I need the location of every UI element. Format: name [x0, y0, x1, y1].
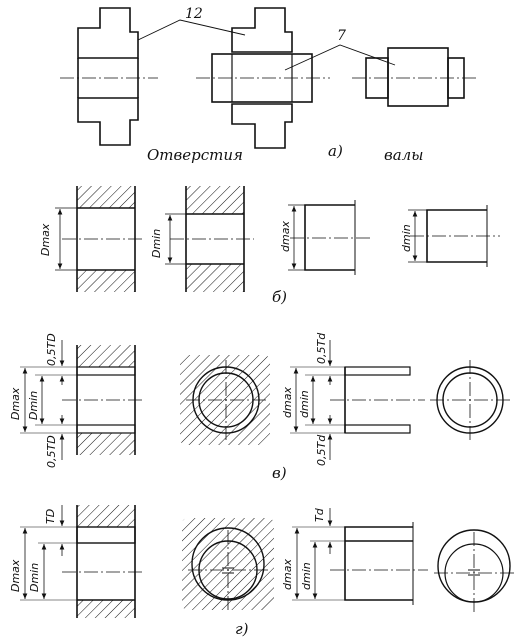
- leader-7: [284, 44, 396, 71]
- hole-max: Dmax: [39, 186, 145, 292]
- callout-7: 7: [337, 28, 346, 44]
- label-dmax-shaft: dmax: [279, 221, 292, 252]
- leader-12: [137, 19, 246, 41]
- part-12-section: [60, 7, 158, 146]
- callout-12: 12: [185, 6, 203, 22]
- label-dmin-shaft: dmin: [400, 224, 413, 252]
- label-05td-bottom: 0,5TD: [45, 435, 58, 468]
- label-dmin-hole-d: Dmin: [28, 563, 41, 592]
- hole-min: Dmin: [150, 186, 254, 292]
- label-dmax-hole-d: Dmax: [9, 559, 22, 592]
- row-a-letter: а): [328, 142, 343, 160]
- label-dmin-shaft-c: dmin: [298, 390, 311, 418]
- shaft-wear-circle: [434, 529, 514, 612]
- shaft-wear-section: Td dmax dmin: [281, 507, 428, 605]
- row-d-letter: г): [235, 620, 249, 638]
- label-05td-shaft-bottom: 0,5Td: [315, 434, 328, 466]
- hole-tolerance-section: 0,5TD 0,5TD Dmax Dmin: [9, 333, 145, 468]
- label-dmax-hole-c: Dmax: [9, 387, 22, 420]
- row-a: 12 7 Отверстия а) валы: [60, 6, 478, 164]
- label-dmin-shaft-d: dmin: [300, 562, 313, 590]
- row-b-letter: б): [272, 288, 287, 306]
- row-c: 0,5TD 0,5TD Dmax Dmin: [9, 332, 510, 482]
- shaft-max: dmax: [279, 200, 370, 275]
- label-05td-top: 0,5TD: [45, 333, 58, 366]
- label-dmin-hole-c: Dmin: [27, 391, 40, 420]
- hole-tolerance-circle: [180, 355, 270, 445]
- holes-caption: Отверстия: [147, 146, 243, 164]
- row-d: TD Dmax Dmin Td: [9, 505, 514, 638]
- row-b: Dmax Dmin dmax: [39, 186, 500, 306]
- label-dmax-shaft-d: dmax: [281, 559, 294, 590]
- label-dmin-hole: Dmin: [150, 229, 163, 258]
- hole-wear-section: TD Dmax Dmin: [9, 505, 145, 618]
- shaft-tolerance-circle: [430, 360, 510, 440]
- label-td-shaft: Td: [313, 507, 326, 522]
- hole-wear-circle: [182, 518, 274, 610]
- shaft-min: dmin: [400, 205, 500, 267]
- label-dmax-hole: Dmax: [39, 223, 52, 256]
- row-c-letter: в): [272, 464, 287, 482]
- label-05td-shaft-top: 0,5Td: [315, 332, 328, 364]
- shaft-7: [352, 47, 478, 107]
- assembly-section: [196, 7, 330, 149]
- label-dmax-shaft-c: dmax: [281, 387, 294, 418]
- shafts-caption: валы: [384, 146, 423, 164]
- shaft-tolerance-section: 0,5Td 0,5Td dmax dmin: [281, 332, 425, 466]
- label-td-hole: TD: [44, 509, 57, 524]
